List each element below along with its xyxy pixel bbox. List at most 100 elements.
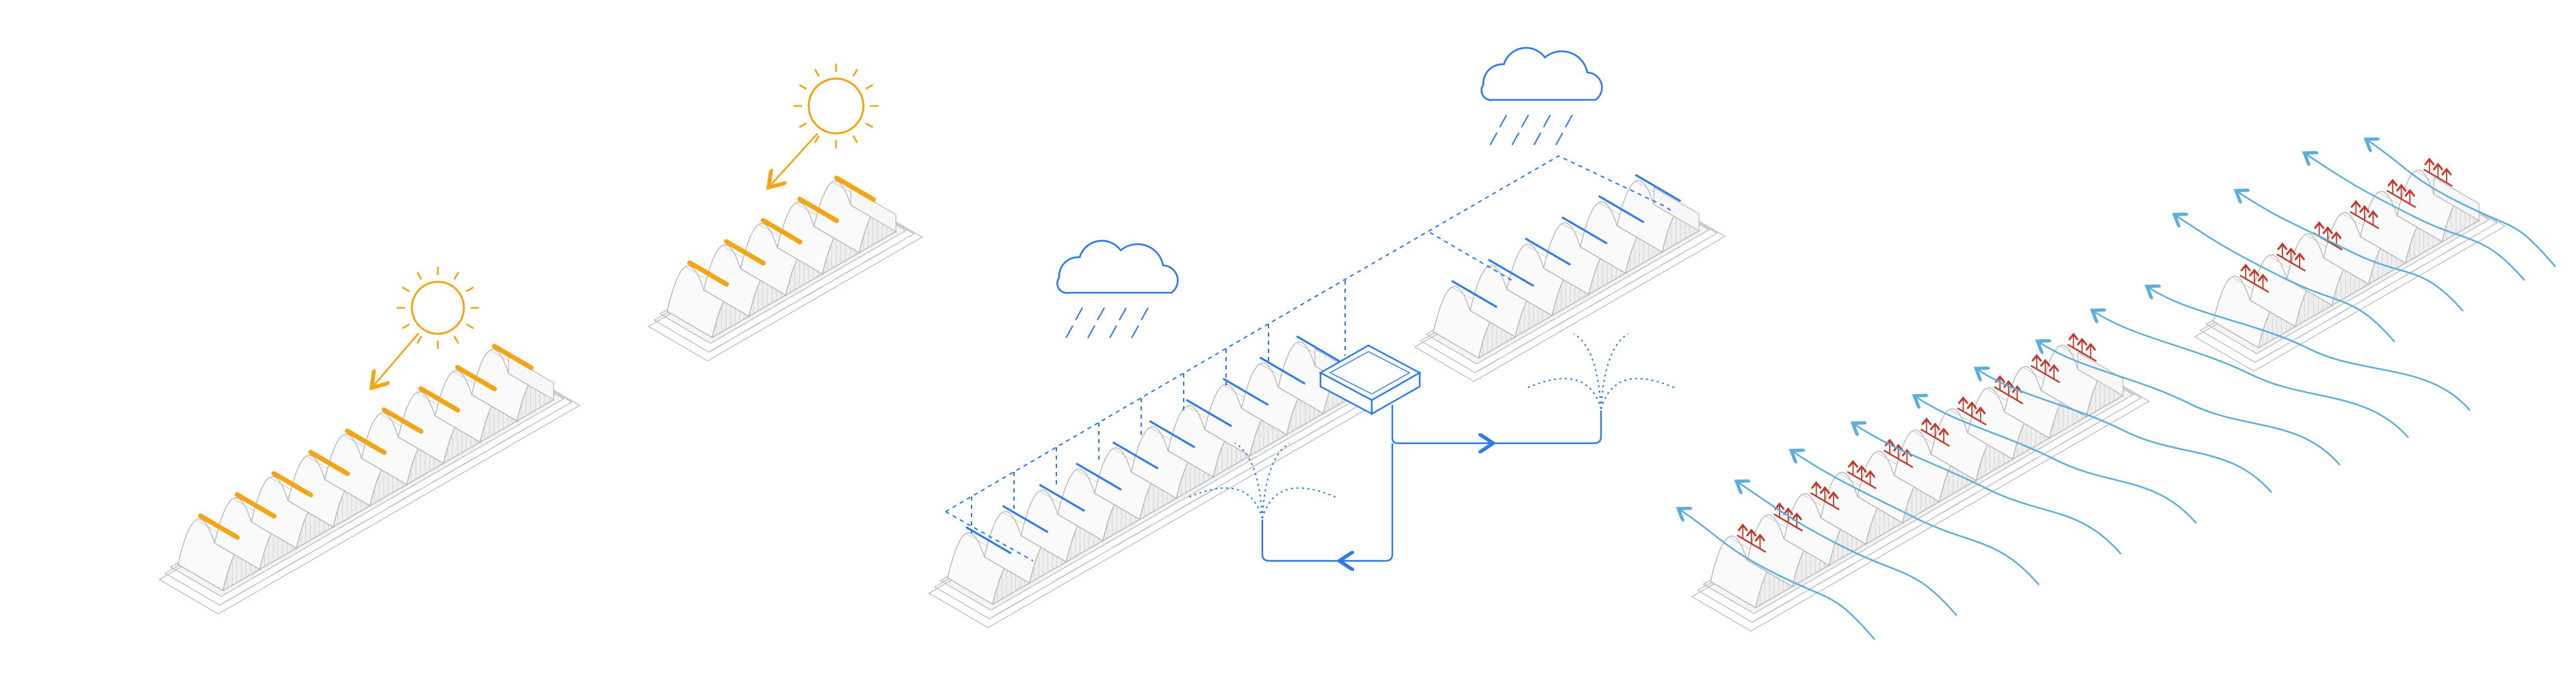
solar-panel-strip [381, 407, 424, 434]
spray [1573, 333, 1602, 410]
wind-building-short [2194, 170, 2506, 372]
plinth-line [1624, 273, 1647, 287]
rain-drop [1511, 132, 1520, 146]
plinth-line [1550, 315, 1574, 330]
plinth-line [387, 488, 421, 509]
wind-arrow-icon [2367, 140, 2556, 267]
rain-drop [1499, 114, 1507, 128]
wind-arrow-icon [1977, 369, 2272, 493]
rain-drop [1543, 114, 1551, 128]
plinth-line [1815, 564, 1853, 586]
gutter-line [1186, 399, 1232, 428]
plinth-line [497, 425, 531, 445]
plinth-line [1477, 358, 1500, 372]
gutter-line [1635, 174, 1682, 202]
wind-arrow-icon [2148, 287, 2471, 411]
sun-ray [453, 335, 460, 344]
spray [1186, 487, 1263, 519]
rain-drop [1109, 325, 1117, 339]
sun-ray [402, 286, 411, 293]
plinth-line [276, 552, 311, 573]
cloud-shape [1056, 239, 1179, 294]
solar-panel-strip [418, 386, 460, 413]
sunlight-arrow [373, 332, 419, 386]
solar-panel-strip [271, 471, 313, 498]
plinth-line [1877, 528, 1914, 551]
end-wall [508, 356, 554, 401]
wind-arrow-icon [2176, 215, 2395, 343]
solar-panel-strip [834, 175, 876, 202]
solar-panel-strip [308, 449, 350, 477]
gutter-line [1561, 216, 1608, 245]
solar-panel-strip [345, 428, 387, 456]
rain-drop [1065, 325, 1074, 339]
solar-panel-strip [455, 365, 497, 392]
solar-panel-strip [724, 239, 766, 266]
gutter-line [1002, 505, 1049, 534]
plinth-line [2293, 326, 2317, 341]
sun-ray [852, 68, 859, 77]
plinth-line [772, 304, 791, 316]
plinth-line [991, 596, 1029, 618]
solar-panel-strip [687, 260, 729, 287]
gutter-line [1149, 420, 1196, 449]
sun-ray [416, 335, 423, 344]
sun-ray [465, 323, 474, 330]
wind-arrow-icon [2237, 192, 2464, 312]
water-pipe [1261, 520, 1341, 562]
gutter-line [1076, 462, 1122, 491]
rain-drop [1555, 132, 1563, 146]
collection-pipe-dashed [945, 511, 1034, 562]
plinth-line [222, 584, 255, 605]
plinth-line [2367, 284, 2390, 298]
spray [1262, 487, 1338, 519]
wind-arrow-icon [1854, 424, 2122, 555]
plinth-line [1661, 252, 1684, 266]
plinth-line [1297, 419, 1335, 441]
sun-ray [814, 68, 820, 77]
sun-ray [814, 135, 820, 144]
plinth-line [2330, 305, 2354, 319]
rain-drop [1489, 132, 1498, 146]
plinth-line [741, 321, 761, 334]
solar-building-long [158, 349, 581, 615]
plinth-line [2257, 347, 2280, 362]
tank-icon [1318, 344, 1422, 416]
solar-building-short [647, 181, 923, 362]
sun-ray [465, 286, 474, 293]
spray [1600, 333, 1629, 410]
plinth-line [2441, 241, 2464, 256]
sun-disc [807, 77, 865, 135]
overlays-layer [198, 47, 2556, 640]
gutter-line [1524, 237, 1571, 266]
plinth-line [1587, 294, 1610, 308]
buildings-layer [158, 170, 2506, 632]
wind-arrow-icon [1916, 397, 2197, 524]
rain-building-short [1414, 180, 1726, 382]
solar-panel-strip [198, 513, 240, 540]
plinth-line [1999, 458, 2037, 480]
wind-arrow-icon [2094, 311, 2409, 438]
wind-arrow-icon [2039, 342, 2341, 466]
sun-ray [402, 323, 411, 330]
gutter-line [1112, 441, 1159, 470]
wind-arrow-icon [1738, 482, 1957, 616]
gutter-line [1259, 356, 1306, 385]
end-wall [850, 187, 897, 233]
spray [1600, 378, 1677, 410]
sun-icon [794, 64, 879, 148]
rain-drop [1097, 307, 1105, 321]
water-pipe [1341, 443, 1394, 561]
rain-drop [1119, 307, 1127, 321]
plinth-line [2404, 263, 2427, 277]
gutter-line [1039, 484, 1085, 512]
spray [1234, 443, 1263, 519]
rain-drop [1141, 307, 1149, 321]
tank-inner [1329, 351, 1411, 395]
rain-drop [1131, 325, 1139, 339]
gutter-line [1222, 378, 1269, 406]
plinth-line [332, 521, 365, 541]
sprinkler-icon [1525, 333, 1677, 410]
collection-pipe-dashed [945, 155, 1674, 512]
